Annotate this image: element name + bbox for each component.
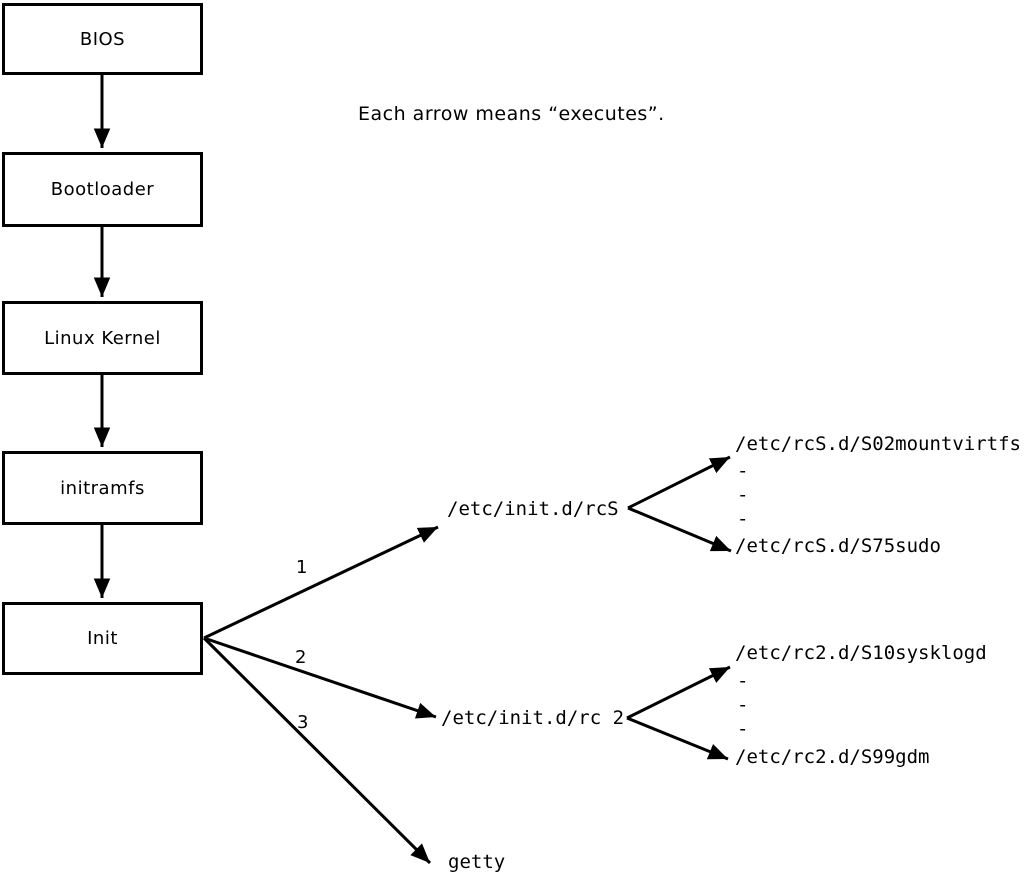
arrow-rcs-to-s75 bbox=[627, 506, 732, 553]
legend-note: Each arrow means “executes”. bbox=[358, 103, 665, 125]
arrow-rcs-to-s02 bbox=[627, 455, 731, 510]
rcs-item-ellipsis-dash: - bbox=[737, 508, 749, 530]
rcs-item-s75sudo: /etc/rcS.d/S75sudo bbox=[735, 535, 941, 557]
arrow-init-to-rcs bbox=[203, 525, 439, 640]
arrow-init-to-rc2 bbox=[203, 636, 437, 719]
box-initramfs-label: initramfs bbox=[60, 477, 145, 499]
rc2-item-ellipsis-dash: - bbox=[737, 718, 749, 740]
box-initramfs: initramfs bbox=[2, 451, 203, 525]
arrow-rc2-to-s10 bbox=[626, 665, 731, 720]
box-bios: BIOS bbox=[2, 3, 203, 75]
box-bootloader: Bootloader bbox=[2, 152, 203, 227]
rc2-item-s10sysklogd: /etc/rc2.d/S10sysklogd bbox=[735, 642, 987, 664]
rc2-item-s99gdm: /etc/rc2.d/S99gdm bbox=[735, 746, 930, 768]
rc2-script-path: /etc/init.d/rc 2 bbox=[441, 707, 625, 729]
box-bootloader-label: Bootloader bbox=[50, 179, 155, 200]
getty-label: getty bbox=[448, 851, 506, 873]
rcs-item-ellipsis-dash: - bbox=[737, 460, 749, 482]
box-init-label: Init bbox=[87, 628, 118, 649]
box-linux-kernel: Linux Kernel bbox=[2, 301, 203, 375]
branch-number-2: 2 bbox=[295, 647, 307, 668]
rc2-item-ellipsis-dash: - bbox=[737, 694, 749, 716]
branch-number-1: 1 bbox=[296, 557, 308, 578]
rcs-item-s02mountvirtfs: /etc/rcS.d/S02mountvirtfs bbox=[735, 433, 1021, 455]
arrow-rc2-to-s99 bbox=[626, 716, 729, 761]
rcs-script-path: /etc/init.d/rcS bbox=[447, 498, 619, 520]
box-bios-label: BIOS bbox=[79, 28, 126, 50]
arrow-init-to-getty bbox=[202, 636, 432, 865]
rc2-item-ellipsis-dash: - bbox=[737, 670, 749, 692]
box-linux-kernel-label: Linux Kernel bbox=[44, 327, 161, 349]
rcs-item-ellipsis-dash: - bbox=[737, 484, 749, 506]
box-init: Init bbox=[2, 602, 203, 675]
branch-number-3: 3 bbox=[297, 712, 309, 733]
